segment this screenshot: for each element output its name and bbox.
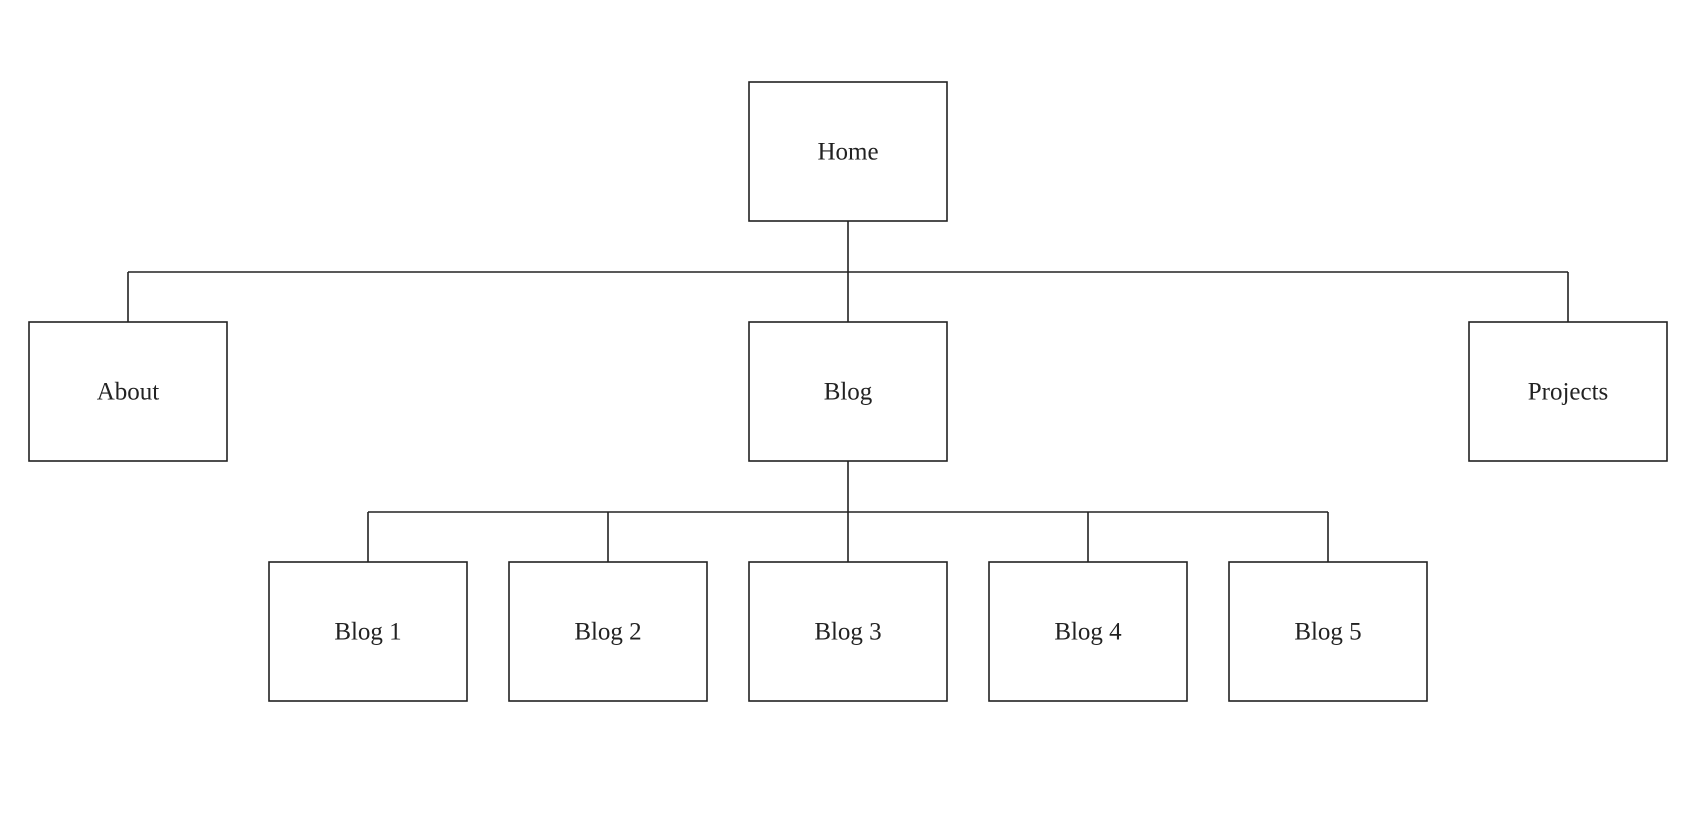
- connectors-level-2: [367, 461, 1329, 562]
- connectors-level-1: [127, 221, 1569, 322]
- node-blog-label: Blog: [824, 379, 873, 406]
- node-blog-5[interactable]: Blog 5: [1228, 561, 1428, 702]
- node-blog-3-label: Blog 3: [814, 619, 881, 646]
- node-home[interactable]: Home: [748, 81, 948, 222]
- node-blog-5-label: Blog 5: [1294, 619, 1361, 646]
- node-blog-1-box: [268, 561, 468, 702]
- node-home-box: [748, 81, 948, 222]
- node-blog[interactable]: Blog: [748, 321, 948, 462]
- node-about-box: [28, 321, 228, 462]
- node-blog-5-box: [1228, 561, 1428, 702]
- node-blog-4-box: [988, 561, 1188, 702]
- node-blog-box: [748, 321, 948, 462]
- node-blog-3-box: [748, 561, 948, 702]
- node-about-label: About: [97, 379, 160, 406]
- node-blog-2-box: [508, 561, 708, 702]
- node-blog-2[interactable]: Blog 2: [508, 561, 708, 702]
- node-blog-4-label: Blog 4: [1054, 619, 1122, 646]
- node-blog-1-label: Blog 1: [334, 619, 401, 646]
- node-projects-box: [1468, 321, 1668, 462]
- node-projects-label: Projects: [1528, 379, 1609, 406]
- node-blog-2-label: Blog 2: [574, 619, 641, 646]
- node-about[interactable]: About: [28, 321, 228, 462]
- node-home-label: Home: [817, 139, 878, 166]
- node-blog-1[interactable]: Blog 1: [268, 561, 468, 702]
- node-blog-4[interactable]: Blog 4: [988, 561, 1188, 702]
- node-blog-3[interactable]: Blog 3: [748, 561, 948, 702]
- node-projects[interactable]: Projects: [1468, 321, 1668, 462]
